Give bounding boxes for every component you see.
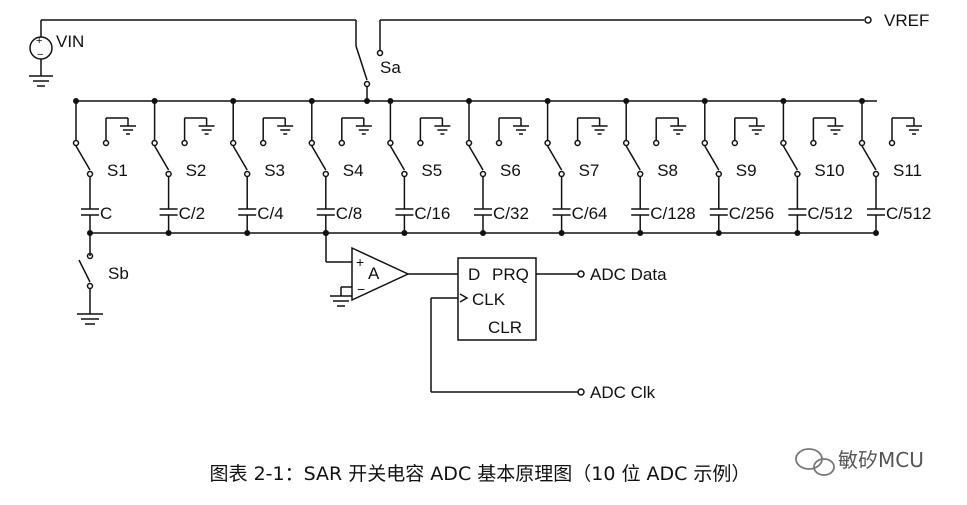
sb-label: Sb (108, 264, 129, 283)
capacitor-label: C/8 (336, 204, 362, 223)
comparator-plus: + (356, 254, 364, 270)
capacitor-label: C/16 (414, 204, 450, 223)
capacitor-label: C/512 (807, 204, 852, 223)
switch-blade (75, 145, 91, 171)
switch-label-s5: S5 (421, 161, 442, 180)
capacitor-label: C/4 (257, 204, 283, 223)
ff-clr-pin: CLR (488, 318, 522, 337)
capacitor-label: C/64 (572, 204, 608, 223)
ff-clk-pin: CLK (472, 290, 506, 309)
switch-blade (232, 145, 248, 171)
vin-minus: − (37, 49, 43, 61)
top-bus-node (230, 98, 237, 104)
switch-label-s11: S11 (893, 161, 922, 180)
top-bus-node (859, 98, 865, 104)
wechat-icon (795, 448, 835, 476)
switch-blade (311, 145, 327, 171)
switch-sb (77, 233, 103, 325)
top-bus-node (701, 98, 708, 104)
top-bus-node (466, 98, 472, 104)
switch-label-s7: S7 (579, 161, 600, 180)
top-bus-node (544, 98, 551, 104)
switch-label-s8: S8 (657, 161, 678, 180)
switch-label-s10: S10 (814, 161, 844, 180)
ff-prq-pin: PRQ (492, 265, 529, 284)
ff-d-pin: D (468, 265, 480, 284)
vref-terminal (864, 16, 872, 24)
comparator-minus: − (357, 281, 365, 297)
vin-source: + − (29, 19, 356, 87)
vref-label: VREF (884, 11, 929, 30)
switch-sa (355, 20, 384, 101)
adc-data-label: ADC Data (590, 265, 667, 284)
switch-label-s2: S2 (186, 161, 207, 180)
top-bus-node (387, 98, 394, 104)
switch-blade (546, 145, 563, 171)
comparator-label: A (368, 264, 380, 283)
switch-label-s9: S9 (736, 161, 757, 180)
capacitor-label: C/2 (179, 204, 205, 223)
sa-label: Sa (380, 58, 401, 77)
capacitor-label: C/512 (886, 204, 931, 223)
top-bus-node (623, 98, 630, 104)
switch-blade (704, 145, 720, 171)
top-bus-node (151, 98, 158, 104)
capacitor-switch-array: S1C S2C/2 S3C/4 S4C/8 S5C/16 S6C/32 S7C/64 S8C/… (72, 98, 931, 236)
top-bus-node (73, 98, 79, 104)
flip-flop: D PRQ CLK CLR (430, 257, 585, 396)
comparator: + − A (323, 230, 458, 307)
top-bus-node (780, 98, 787, 104)
switch-blade (625, 145, 641, 171)
capacitor-label: C/256 (729, 204, 774, 223)
adc-clk-label: ADC Clk (590, 383, 656, 402)
watermark-text: 敏矽MCU (838, 448, 924, 472)
capacitor-label: C/128 (650, 204, 695, 223)
switch-label-s4: S4 (343, 161, 364, 180)
switch-label-s3: S3 (264, 161, 285, 180)
capacitor-label: C (100, 204, 112, 223)
vin-label: VIN (56, 32, 84, 51)
switch-blade (468, 145, 484, 171)
top-bus-node (308, 98, 315, 104)
switch-blade (782, 145, 799, 171)
figure-caption: 图表 2-1：SAR 开关电容 ADC 基本原理图（10 位 ADC 示例） (210, 463, 751, 485)
switch-blade (153, 145, 170, 171)
switch-blade (861, 145, 877, 171)
switch-blade (389, 145, 406, 171)
capacitor-label: C/32 (493, 204, 529, 223)
vin-plus: + (36, 35, 42, 47)
switch-label-s1: S1 (107, 161, 128, 180)
switch-label-s6: S6 (500, 161, 521, 180)
